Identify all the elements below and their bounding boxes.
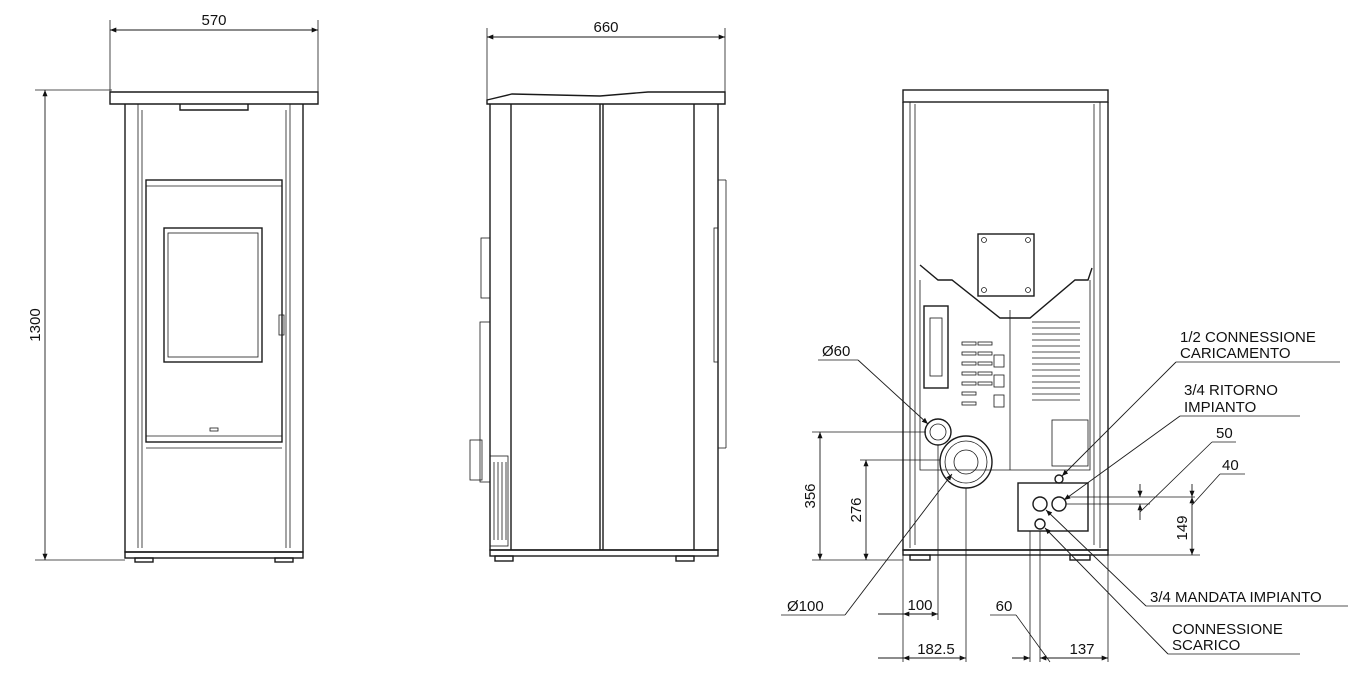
front-view: 570 1300 <box>27 12 319 563</box>
flue-diameter: Ø100 <box>787 598 824 615</box>
label-scarico-line1: CONNESSIONE <box>1172 621 1283 638</box>
side-view: 660 <box>469 19 727 562</box>
dim-356: 356 <box>802 483 819 508</box>
dim-50: 50 <box>1216 425 1233 442</box>
vent-slots-left <box>961 341 1005 408</box>
air-inlet-diameter: Ø60 <box>822 343 850 360</box>
front-width-dim: 570 <box>201 12 226 29</box>
label-ritorno-line2: IMPIANTO <box>1184 399 1256 416</box>
side-depth-dim: 660 <box>593 19 618 36</box>
dim-276: 276 <box>848 497 865 522</box>
label-mandata: 3/4 MANDATA IMPIANTO <box>1150 589 1322 606</box>
dim-137: 137 <box>1069 641 1094 658</box>
dim-40: 40 <box>1222 457 1239 474</box>
rear-view: Ø60 Ø100 356 276 100 182.5 60 137 <box>781 89 1348 663</box>
dim-60: 60 <box>996 598 1013 615</box>
label-carico-line1: 1/2 CONNESSIONE <box>1180 329 1316 346</box>
label-ritorno-line1: 3/4 RITORNO <box>1184 382 1278 399</box>
dim-100: 100 <box>907 597 932 614</box>
label-scarico-line2: SCARICO <box>1172 637 1240 654</box>
dim-182-5: 182.5 <box>917 641 955 658</box>
label-carico-line2: CARICAMENTO <box>1180 345 1291 362</box>
vent-grille-right <box>1032 321 1080 401</box>
dim-149: 149 <box>1174 515 1191 540</box>
front-height-dim: 1300 <box>27 308 44 341</box>
